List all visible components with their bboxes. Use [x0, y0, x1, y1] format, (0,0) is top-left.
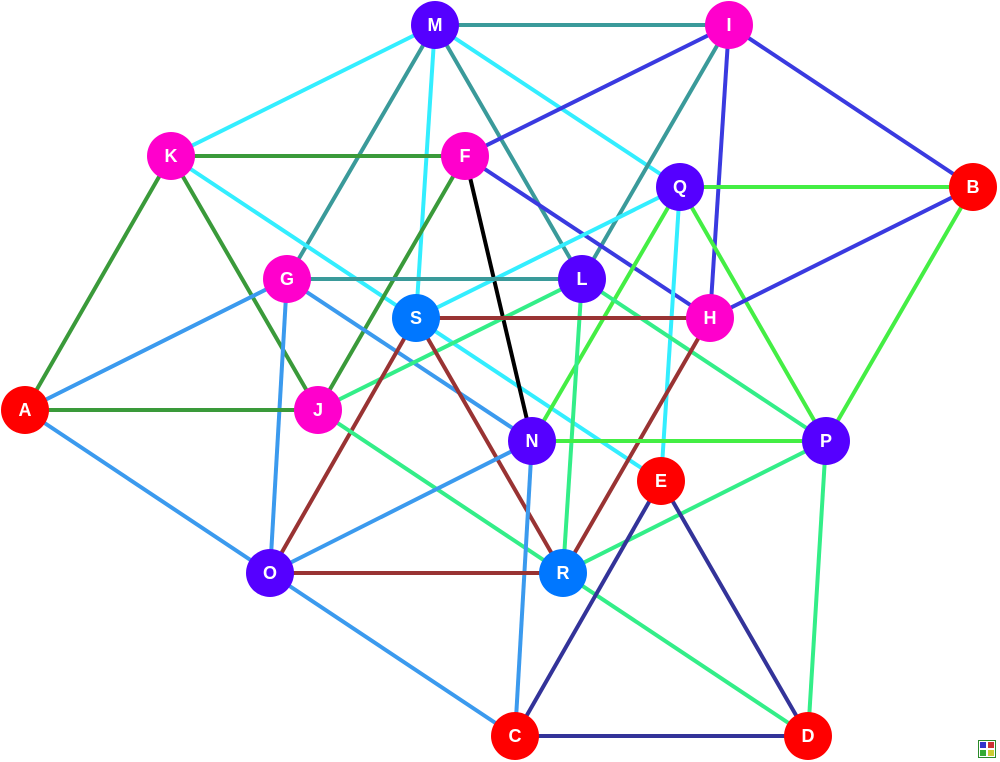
node-circle[interactable]: [558, 255, 606, 303]
node-label: D: [802, 726, 815, 746]
node-label: P: [820, 431, 832, 451]
edge-Q-N: [530, 185, 682, 443]
node-circle[interactable]: [656, 163, 704, 211]
node-circle[interactable]: [686, 294, 734, 342]
node-label: R: [557, 563, 570, 583]
node-circle[interactable]: [294, 386, 342, 434]
edge-O-C: [268, 571, 517, 738]
node-label: E: [655, 471, 667, 491]
node-label: L: [577, 269, 588, 289]
edge-L-P: [580, 277, 828, 443]
node-circle[interactable]: [949, 163, 997, 211]
node-M[interactable]: M: [411, 1, 459, 49]
edge-F-J: [316, 154, 467, 412]
node-label: N: [526, 431, 539, 451]
edge-S-R: [414, 317, 565, 574]
node-circle[interactable]: [784, 712, 832, 760]
node-circle[interactable]: [1, 386, 49, 434]
edge-F-H: [463, 154, 712, 320]
node-G[interactable]: G: [263, 255, 311, 303]
edge-P-R: [562, 439, 827, 575]
node-P[interactable]: P: [802, 417, 850, 465]
edge-Q-S: [415, 185, 681, 320]
node-B[interactable]: B: [949, 163, 997, 211]
edge-H-R: [561, 317, 712, 574]
edge-N-O: [269, 439, 533, 575]
node-circle[interactable]: [411, 1, 459, 49]
edge-K-J: [169, 154, 320, 412]
node-circle[interactable]: [491, 712, 539, 760]
edge-Q-E: [659, 186, 682, 482]
edges-layer: [23, 23, 975, 738]
edge-P-D: [806, 440, 828, 737]
node-I[interactable]: I: [705, 1, 753, 49]
node-F[interactable]: F: [441, 132, 489, 180]
node-K[interactable]: K: [147, 132, 195, 180]
edge-F-N: [463, 155, 534, 442]
edge-G-A: [24, 277, 288, 412]
node-circle[interactable]: [441, 132, 489, 180]
node-circle[interactable]: [705, 1, 753, 49]
node-D[interactable]: D: [784, 712, 832, 760]
node-label: J: [313, 400, 323, 420]
node-label: Q: [673, 177, 687, 197]
node-label: O: [263, 563, 277, 583]
node-O[interactable]: O: [246, 549, 294, 597]
edge-I-L: [580, 23, 731, 281]
edge-N-C: [513, 440, 534, 737]
logo-icon: [978, 740, 996, 758]
edge-L-R: [561, 278, 584, 574]
node-H[interactable]: H: [686, 294, 734, 342]
node-label: K: [165, 146, 178, 166]
node-L[interactable]: L: [558, 255, 606, 303]
node-E[interactable]: E: [637, 457, 685, 505]
node-Q[interactable]: Q: [656, 163, 704, 211]
edge-M-S: [414, 24, 437, 319]
node-label: B: [967, 177, 980, 197]
edge-I-F: [464, 23, 730, 158]
node-A[interactable]: A: [1, 386, 49, 434]
node-S[interactable]: S: [392, 294, 440, 342]
edge-M-K: [170, 23, 436, 158]
edge-B-H: [709, 185, 974, 320]
node-J[interactable]: J: [294, 386, 342, 434]
node-circle[interactable]: [392, 294, 440, 342]
node-label: I: [726, 15, 731, 35]
edge-M-L: [433, 23, 584, 281]
edge-M-G: [285, 23, 437, 281]
node-label: F: [460, 146, 471, 166]
edge-E-D: [659, 480, 810, 737]
node-C[interactable]: C: [491, 712, 539, 760]
edge-B-P: [824, 185, 975, 443]
node-circle[interactable]: [263, 255, 311, 303]
edge-G-O: [268, 278, 289, 574]
node-label: M: [428, 15, 443, 35]
node-circle[interactable]: [637, 457, 685, 505]
node-circle[interactable]: [539, 549, 587, 597]
edge-E-C: [513, 480, 663, 737]
node-N[interactable]: N: [508, 417, 556, 465]
node-circle[interactable]: [508, 417, 556, 465]
node-circle[interactable]: [147, 132, 195, 180]
node-label: C: [509, 726, 522, 746]
edge-S-O: [268, 317, 418, 574]
edge-I-H: [708, 24, 731, 319]
edge-I-B: [727, 23, 975, 189]
edge-A-O: [23, 408, 272, 575]
edge-G-N: [285, 277, 534, 443]
node-circle[interactable]: [246, 549, 294, 597]
node-label: H: [704, 308, 717, 328]
edge-Q-P: [678, 186, 828, 442]
edge-L-J: [317, 277, 583, 412]
node-label: S: [410, 308, 422, 328]
node-circle[interactable]: [802, 417, 850, 465]
node-R[interactable]: R: [539, 549, 587, 597]
node-label: A: [19, 400, 32, 420]
edge-M-Q: [433, 23, 682, 189]
edge-K-A: [23, 155, 173, 411]
node-label: G: [280, 269, 294, 289]
